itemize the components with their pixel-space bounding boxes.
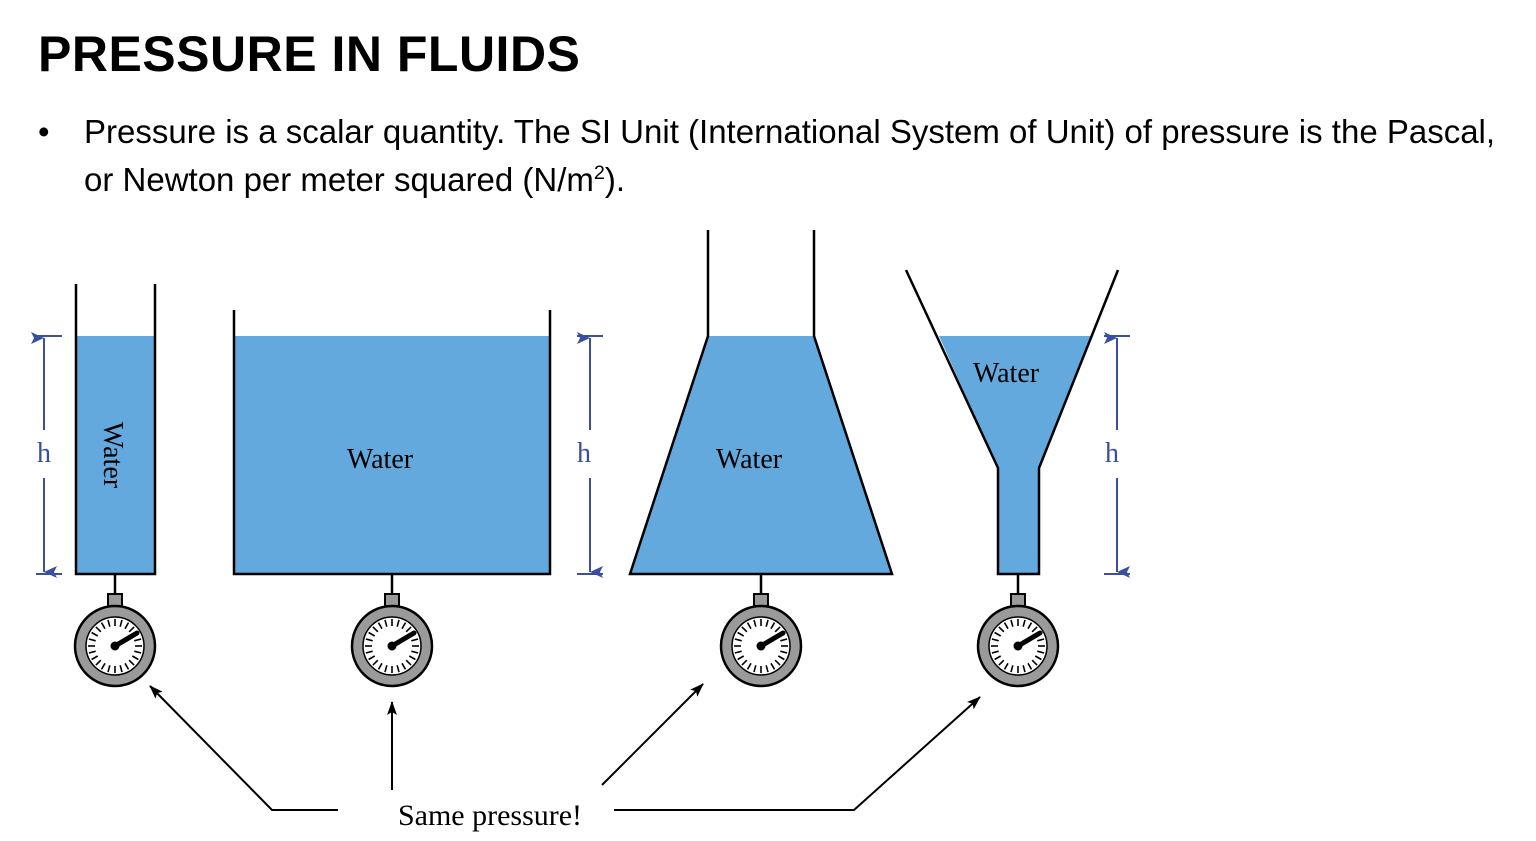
pressure-gauge-icon	[352, 574, 432, 686]
bullet-item: • Pressure is a scalar quantity. The SI …	[38, 108, 1498, 204]
container-flask: Water	[628, 230, 894, 576]
container-funnel: Water	[904, 269, 1120, 576]
bullet-list: • Pressure is a scalar quantity. The SI …	[38, 108, 1498, 204]
pressure-gauge-icon	[75, 574, 155, 686]
water-fill-flask	[630, 336, 892, 574]
water-fill-narrow	[76, 336, 155, 574]
container-wide-tank: Water	[232, 310, 552, 576]
pressure-gauge-icon	[721, 574, 801, 686]
arrow-to-gauge-3	[601, 683, 704, 786]
caption-same-pressure: Same pressure!	[398, 799, 582, 832]
superscript-two: 2	[593, 162, 605, 184]
height-label-middle: h	[577, 438, 591, 469]
water-label-narrow: Water	[97, 422, 128, 489]
water-label-wide: Water	[347, 444, 414, 475]
water-fill-funnel	[939, 336, 1091, 574]
water-fill-wide	[234, 336, 550, 574]
height-marker-middle: h	[577, 332, 603, 578]
height-label-right: h	[1105, 438, 1119, 469]
arrow-to-gauge-4	[614, 696, 981, 811]
bullet-text: Pressure is a scalar quantity. The SI Un…	[84, 113, 1496, 198]
slide-title: PRESSURE IN FLUIDS	[38, 26, 581, 82]
height-marker-left: h	[31, 332, 62, 578]
water-label-funnel: Water	[973, 358, 1040, 389]
arrow-to-gauge-1	[149, 685, 338, 811]
height-marker-right: h	[1104, 332, 1130, 578]
bullet-marker: •	[38, 113, 50, 150]
container-narrow-column: Water	[74, 284, 157, 576]
pressure-gauge-icon	[978, 574, 1058, 686]
bullet-text-end: ).	[604, 161, 626, 198]
height-label-left: h	[37, 438, 51, 469]
pointer-arrows	[149, 683, 981, 811]
water-label-flask: Water	[716, 444, 783, 475]
